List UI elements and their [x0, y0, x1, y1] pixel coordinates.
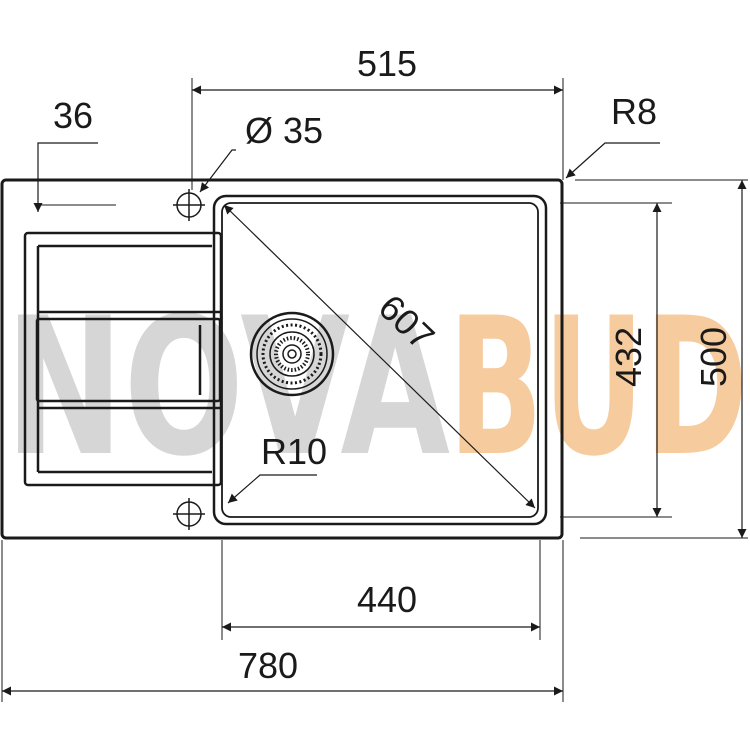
leader-r10	[227, 474, 317, 504]
tap-hole-top	[173, 189, 205, 221]
dim-label-bowl-depth: 432	[608, 327, 649, 387]
drainer-groove-middle	[35, 317, 222, 403]
leader-r8	[565, 142, 660, 179]
dim-label-corner-radius: R8	[611, 91, 657, 132]
draining-board	[23, 231, 223, 487]
dim-label-bowl-width: 515	[357, 43, 417, 84]
sink-outline	[0, 178, 564, 540]
leader-diameter	[199, 149, 236, 193]
leader-36	[33, 142, 98, 212]
tap-hole-bottom	[173, 498, 205, 530]
dim-label-overall-depth: 500	[693, 327, 734, 387]
dim-label-tap-offset: 36	[53, 95, 93, 136]
dim-line-607	[223, 204, 536, 509]
dim-label-inner-radius: R10	[261, 431, 327, 472]
dim-label-overall-width: 780	[238, 645, 298, 686]
dim-label-tap-diameter: Ø 35	[245, 110, 323, 151]
bowl	[212, 194, 548, 526]
extension-lines	[1, 78, 748, 702]
dim-label-inner-width: 440	[357, 579, 417, 620]
dimension-lines	[2, 85, 747, 696]
